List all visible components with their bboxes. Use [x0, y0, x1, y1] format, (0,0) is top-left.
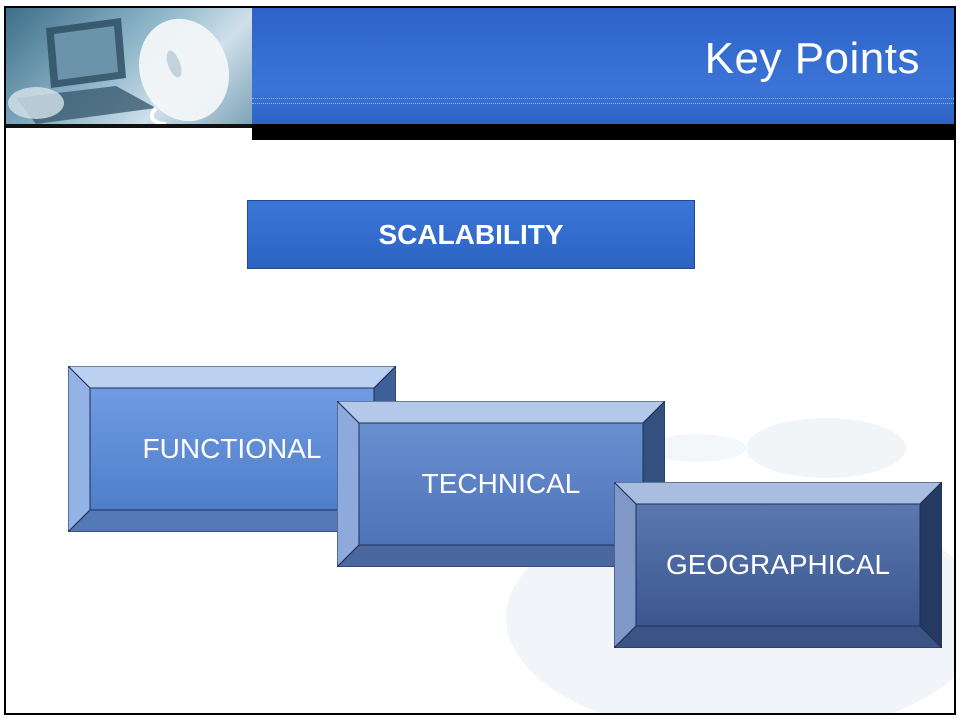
slide: Key Points SCALABILITY FUNCTIONAL TECHNI…	[4, 6, 956, 715]
bevel-top	[337, 401, 665, 424]
header-band: Key Points	[252, 8, 954, 124]
technical-box: TECHNICAL	[337, 401, 665, 567]
scalability-box: SCALABILITY	[247, 200, 695, 269]
bevel-face	[358, 422, 644, 546]
bevel-left	[337, 401, 360, 567]
bevel-left	[68, 366, 91, 532]
slide-title: Key Points	[704, 34, 920, 83]
header-black-bar	[252, 124, 954, 140]
bevel-left	[614, 482, 637, 648]
scalability-label: SCALABILITY	[378, 218, 564, 250]
box-label: TECHNICAL	[421, 468, 581, 499]
laptop-icon	[8, 18, 156, 124]
bevel-right	[919, 482, 942, 648]
bevel-bottom	[614, 625, 942, 648]
bevel-shape	[614, 482, 942, 648]
header-underline	[6, 124, 252, 128]
bevel-top	[614, 482, 942, 505]
box-label: FUNCTIONAL	[142, 433, 322, 464]
geographical-box: GEOGRAPHICAL	[614, 482, 942, 648]
mouse-icon	[138, 18, 230, 124]
header-image	[6, 8, 252, 124]
bevel-face	[635, 503, 921, 627]
bevel-shape	[337, 401, 665, 567]
box-label: GEOGRAPHICAL	[665, 549, 891, 580]
bevel-top	[68, 366, 396, 389]
header-divider	[252, 98, 954, 104]
